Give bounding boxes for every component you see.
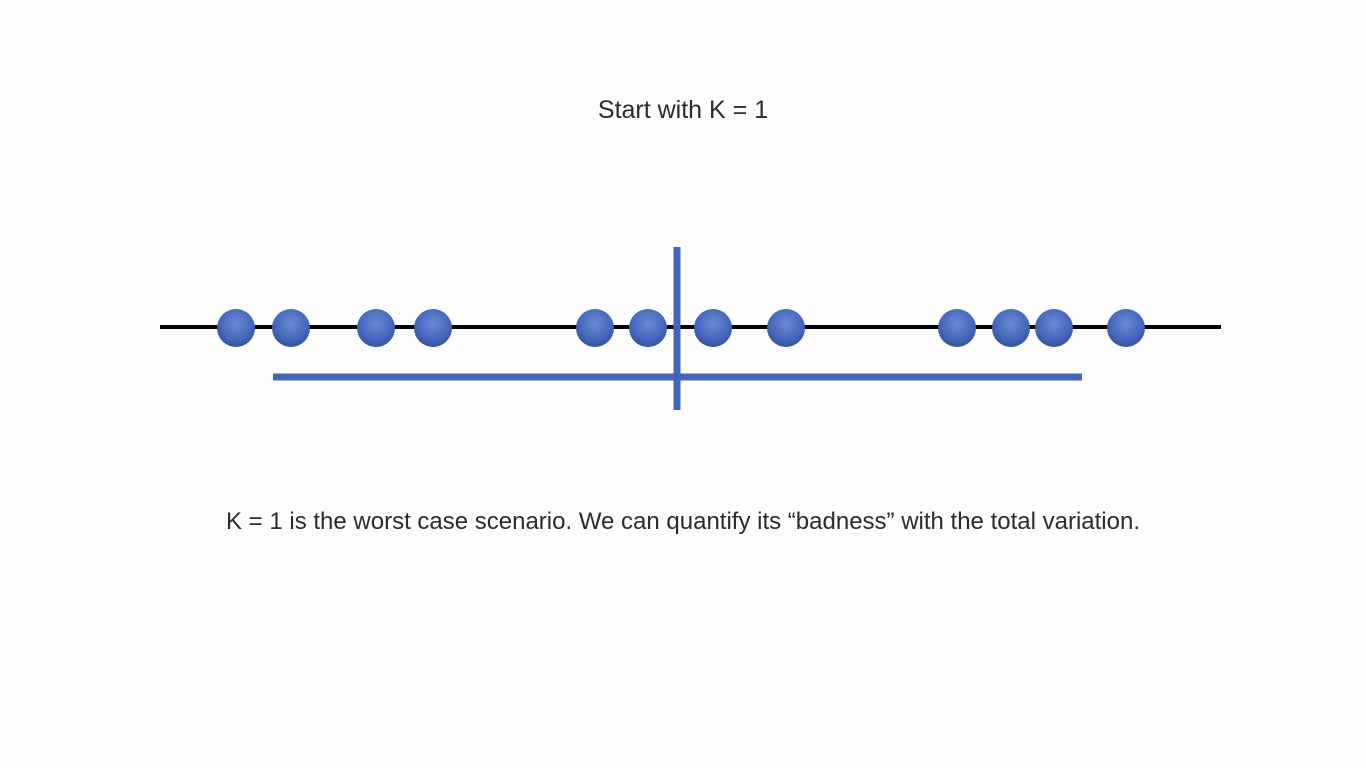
data-point bbox=[357, 309, 395, 347]
slide-title: Start with K = 1 bbox=[597, 96, 769, 124]
data-point bbox=[694, 309, 732, 347]
data-point bbox=[1035, 309, 1073, 347]
data-point bbox=[938, 309, 976, 347]
data-point bbox=[217, 309, 255, 347]
data-point bbox=[1107, 309, 1145, 347]
data-points bbox=[217, 309, 1145, 347]
data-point bbox=[272, 309, 310, 347]
slide-caption: K = 1 is the worst case scenario. We can… bbox=[225, 508, 1140, 535]
data-point bbox=[629, 309, 667, 347]
data-point bbox=[576, 309, 614, 347]
data-point bbox=[414, 309, 452, 347]
data-point bbox=[767, 309, 805, 347]
data-point bbox=[992, 309, 1030, 347]
